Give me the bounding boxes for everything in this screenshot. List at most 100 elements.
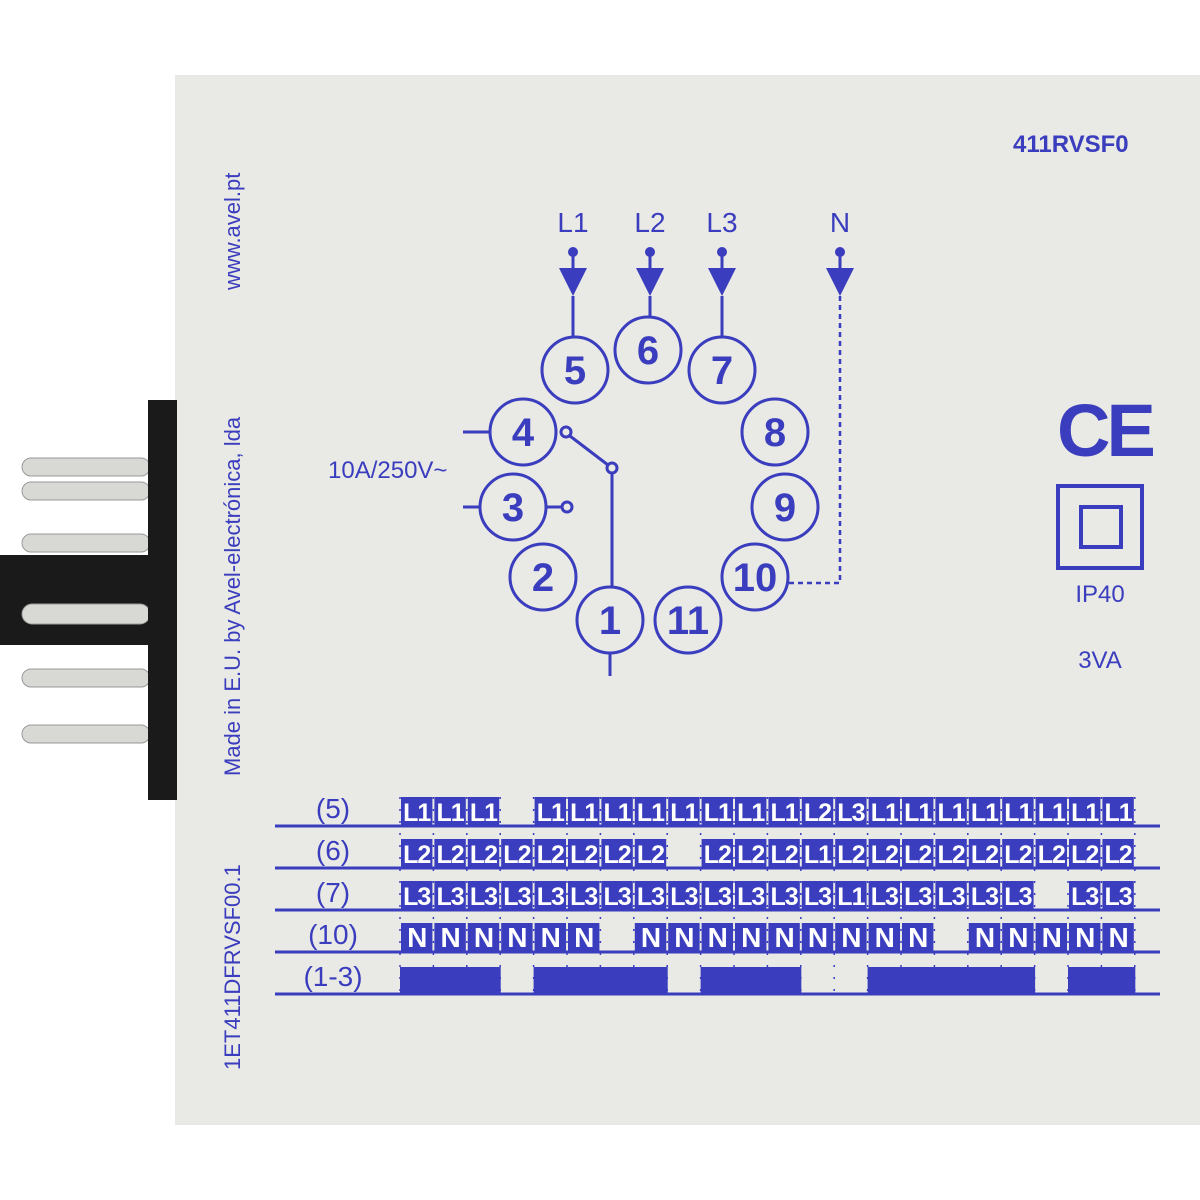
terminal-3: 3 — [478, 472, 548, 542]
cell-fill — [434, 923, 466, 951]
cell-fill — [801, 881, 834, 909]
table-cell: L3 — [503, 883, 530, 911]
cell-fill — [735, 839, 767, 867]
terminal-4: 4 — [488, 397, 558, 467]
output-on-bar — [734, 967, 768, 993]
table-cell: L1 — [1004, 799, 1032, 827]
arrow-down-icon — [826, 268, 854, 296]
terminal-6: 6 — [613, 315, 683, 385]
table-cell: L2 — [437, 841, 464, 869]
row-label: (7) — [316, 877, 350, 908]
output-on-bar — [767, 967, 802, 993]
table-cell: L2 — [837, 841, 864, 869]
table-cell: L3 — [837, 799, 864, 827]
cell-fill — [701, 839, 733, 867]
table-cell: L2 — [570, 841, 597, 869]
cell-fill — [634, 923, 667, 951]
table-cell: L3 — [704, 883, 731, 911]
table-cell: L1 — [537, 799, 565, 827]
table-cell: L1 — [971, 799, 999, 827]
table-cell: L1 — [871, 799, 899, 827]
table-cell: N — [407, 922, 426, 953]
cell-fill — [835, 797, 867, 825]
terminal-8: 8 — [740, 397, 810, 467]
cell-fill — [735, 797, 767, 825]
terminal-number: 6 — [637, 329, 659, 373]
table-cell: L1 — [904, 799, 932, 827]
terminal-number: 8 — [764, 411, 786, 455]
input-l2: L2 — [634, 207, 666, 317]
contact-rating: 10A/250V~ — [328, 457, 447, 484]
table-cell: L1 — [938, 799, 966, 827]
table-cell: N — [674, 922, 693, 953]
cell-fill — [1069, 839, 1101, 867]
table-cell: L1 — [1105, 799, 1133, 827]
table-cell: L2 — [771, 841, 798, 869]
table-cell: N — [774, 922, 793, 953]
cell-fill — [434, 881, 466, 909]
cell-fill — [1002, 923, 1034, 951]
table-cell: N — [474, 922, 493, 953]
table-cell: L3 — [1071, 883, 1098, 911]
product-code-text: 1ET411DFRVSF00.1 — [220, 864, 245, 1070]
output-on-bar — [400, 967, 434, 993]
table-cell: N — [708, 922, 727, 953]
terminal-1: 1 — [575, 585, 645, 655]
table-row: (1-3) — [303, 961, 1136, 993]
table-cell: L3 — [604, 883, 631, 911]
cell-fill — [534, 839, 566, 867]
table-cell: L2 — [604, 841, 631, 869]
cell-fill — [801, 923, 834, 951]
switch-blade — [569, 434, 609, 467]
input-l3: L3 — [706, 207, 738, 337]
cell-fill — [568, 881, 600, 909]
output-on-bar — [567, 967, 601, 993]
cell-fill — [902, 881, 934, 909]
table-cell: L2 — [938, 841, 965, 869]
cell-fill — [534, 923, 566, 951]
cell-fill — [902, 797, 934, 825]
cell-fill — [668, 881, 700, 909]
contact-3 — [560, 500, 574, 514]
table-cell: L2 — [1004, 841, 1031, 869]
table-cell: L1 — [704, 799, 732, 827]
cell-fill — [534, 881, 566, 909]
table-cell: L1 — [637, 799, 665, 827]
output-on-bar — [466, 967, 501, 993]
terminal-9: 9 — [750, 472, 820, 542]
table-cell: L2 — [403, 841, 430, 869]
cell-fill — [1035, 923, 1067, 951]
cell-fill — [601, 881, 633, 909]
table-cell: L3 — [804, 883, 831, 911]
input-n: N — [826, 207, 854, 296]
cell-fill — [401, 839, 433, 867]
input-label: L2 — [634, 207, 665, 238]
table-cell: L3 — [403, 883, 430, 911]
output-on-bar — [867, 967, 902, 993]
connector-pins — [0, 400, 177, 800]
table-cell: L1 — [570, 799, 598, 827]
website-text: www.avel.pt — [220, 173, 245, 291]
table-cell: L3 — [971, 883, 998, 911]
cell-fill — [868, 881, 900, 909]
cell-fill — [601, 797, 633, 825]
arrow-down-icon — [559, 268, 587, 296]
output-on-bar — [934, 967, 969, 993]
switch-pivot — [605, 461, 619, 475]
table-cell: L2 — [503, 841, 530, 869]
cell-fill — [968, 839, 1001, 867]
table-cell: L2 — [1071, 841, 1098, 869]
table-cell: L3 — [470, 883, 497, 911]
terminal-number: 3 — [502, 486, 524, 530]
terminal-number: 7 — [711, 349, 733, 393]
cell-fill — [1035, 797, 1067, 825]
table-cell: L3 — [938, 883, 965, 911]
cell-fill — [1069, 923, 1101, 951]
table-cell: L3 — [904, 883, 931, 911]
table-cell: L2 — [1105, 841, 1132, 869]
cell-fill — [1069, 797, 1101, 825]
